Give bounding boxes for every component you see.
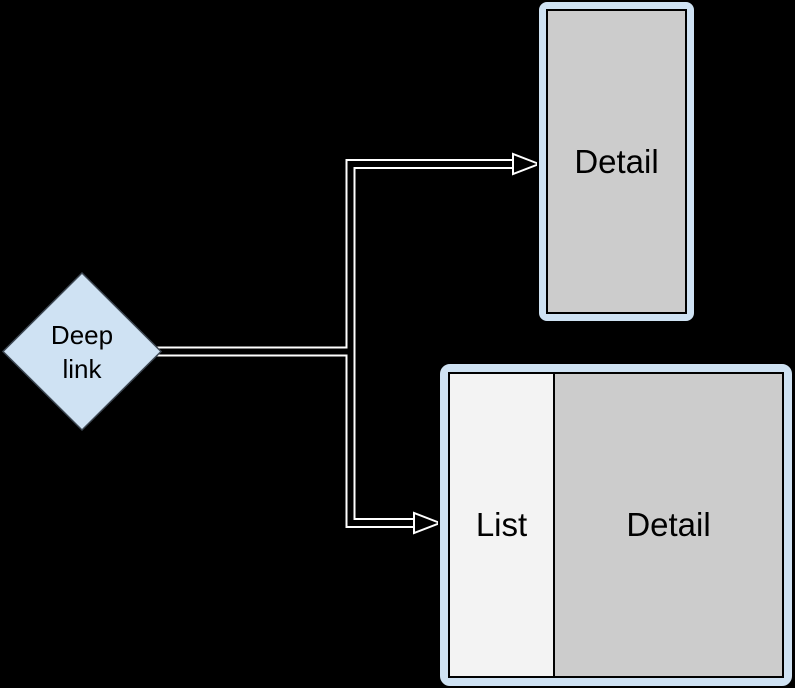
detail-screen: Detail [546, 9, 687, 314]
deep-link-label: Deep link [50, 319, 114, 384]
detail-screen-label: Detail [574, 142, 659, 180]
connector-cores [150, 161, 514, 526]
arrowhead-to-detail-icon [512, 152, 542, 176]
connector-to-list-detail-core [347, 351, 415, 526]
connector-to-detail-outline [345, 159, 514, 352]
list-pane: List [450, 374, 555, 676]
connector-to-detail-core [347, 161, 514, 352]
detail-pane: Detail [555, 374, 782, 676]
connector-to-list-detail-outline [345, 351, 415, 528]
list-detail-screen-node: List Detail [438, 362, 794, 688]
detail-screen-node: Detail [537, 0, 696, 323]
detail-pane-label: Detail [626, 506, 711, 543]
connectors [150, 152, 542, 535]
deep-link-diamond [1, 271, 163, 432]
list-detail-screen: List Detail [448, 372, 784, 678]
arrowhead-to-list-detail-icon [413, 511, 443, 535]
list-pane-label: List [475, 506, 528, 543]
